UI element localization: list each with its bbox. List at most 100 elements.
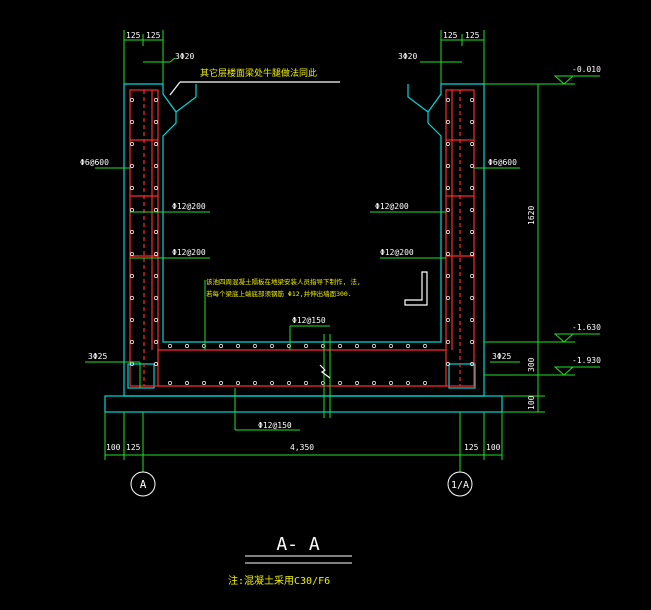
rebar-dot	[446, 142, 450, 146]
concrete-outline	[104, 83, 503, 413]
level-mid: -1.630	[572, 323, 601, 332]
rebar-dot	[470, 362, 474, 366]
rebar-label-bottom-right: 3Φ25	[492, 352, 511, 361]
rebar-dot	[287, 344, 291, 348]
rebar-dot	[423, 381, 427, 385]
rebar-dot	[130, 164, 134, 168]
rebar-dot	[168, 344, 172, 348]
rebar-dot	[446, 208, 450, 212]
rebar-dot	[287, 381, 291, 385]
dim-bottom-left-b: 125	[126, 443, 141, 452]
rebar-dot	[219, 344, 223, 348]
dimension-lines	[85, 30, 600, 472]
rebar-dot	[270, 381, 274, 385]
rebar-dot	[154, 274, 158, 278]
rebar-dot	[470, 164, 474, 168]
dim-bottom-left-a: 100	[106, 443, 121, 452]
axis-bubble-a	[130, 471, 156, 497]
rebar-dot	[202, 381, 206, 385]
rebar-cage	[129, 89, 475, 387]
dim-bottom-right-a: 125	[464, 443, 479, 452]
rebar-dot	[389, 381, 393, 385]
callout-mid-line2: 若每个梁底上端底部须钢筋 Φ12,并伸出墙面300.	[206, 289, 352, 298]
rebar-dot	[470, 120, 474, 124]
base-pad	[104, 395, 503, 413]
level-bottom: -1.930	[572, 356, 601, 365]
rebar-dot	[130, 186, 134, 190]
rebar-dot	[154, 208, 158, 212]
rebar-dot	[253, 381, 257, 385]
axis-bubble-1a	[447, 471, 473, 497]
corbel-left	[175, 84, 197, 113]
rebar-dot	[446, 340, 450, 344]
rebar-dot	[372, 344, 376, 348]
rebar-dots	[130, 98, 474, 385]
rebar-label-side-left: Φ6@600	[80, 158, 109, 167]
rebar-dot	[130, 230, 134, 234]
rebar-dot	[202, 344, 206, 348]
rebar-dot	[130, 120, 134, 124]
rebar-dot	[130, 142, 134, 146]
rebar-dot	[154, 120, 158, 124]
recess-right	[448, 363, 476, 389]
rebar-dot	[321, 381, 325, 385]
rebar-dot	[470, 296, 474, 300]
rebar-dot	[446, 362, 450, 366]
rebar-dot	[355, 381, 359, 385]
rebar-dot	[154, 142, 158, 146]
dim-top-right-a: 125	[443, 31, 458, 40]
rebar-label-mid-right-1: Φ12@200	[375, 202, 409, 211]
rebar-dot	[470, 274, 474, 278]
callout-mid-line1: 该池四周混凝土隔板在地梁安装人员指导下制作, 法,	[206, 277, 361, 286]
rebar-dot	[470, 208, 474, 212]
rebar-dot	[236, 381, 240, 385]
rebar-dot	[470, 230, 474, 234]
rebar-dot	[154, 230, 158, 234]
dim-right-height: 1620	[527, 206, 536, 225]
rebar-dot	[154, 186, 158, 190]
rebar-dot	[446, 164, 450, 168]
rebar-label-slab-top: Φ12@150	[292, 316, 326, 325]
rebar-dot	[470, 318, 474, 322]
recess-left	[127, 363, 155, 389]
axis-label-a: A	[140, 478, 147, 491]
labels: 125 125 125 125 3Φ20 3Φ20 Φ6@600 Φ6@600 …	[80, 31, 601, 491]
rebar-dot	[304, 344, 308, 348]
callouts: 其它层楼面梁处牛腿做法同此 该池四周混凝土隔板在地梁安装人员指导下制作, 法, …	[200, 67, 361, 587]
rebar-dot	[470, 340, 474, 344]
rebar-dot	[446, 252, 450, 256]
rebar-dot	[154, 164, 158, 168]
rebar-dot	[470, 252, 474, 256]
rebar-dot	[130, 340, 134, 344]
rebar-dot	[185, 344, 189, 348]
rebar-dot	[389, 344, 393, 348]
rebar-dot	[338, 381, 342, 385]
rebar-label-top-left: 3Φ20	[175, 52, 194, 61]
dim-right-slab: 300	[527, 357, 536, 372]
rebar-dot	[154, 362, 158, 366]
rebar-dot	[470, 186, 474, 190]
rebar-dot	[446, 318, 450, 322]
rebar-dot	[219, 381, 223, 385]
rebar-dot	[470, 98, 474, 102]
rebar-dot	[470, 142, 474, 146]
axis-label-1a: 1/A	[451, 480, 469, 491]
shell-outline	[123, 83, 485, 397]
rebar-dot	[446, 230, 450, 234]
rebar-dot	[130, 274, 134, 278]
rebar-dot	[446, 296, 450, 300]
rebar-label-mid-right-2: Φ12@200	[380, 248, 414, 257]
rebar-dot	[236, 344, 240, 348]
corbel-right	[407, 84, 429, 113]
rebar-dot	[304, 381, 308, 385]
rebar-label-bottom-left: 3Φ25	[88, 352, 107, 361]
section-title: A- A	[276, 534, 320, 555]
rebar-dot	[446, 186, 450, 190]
rebar-dot	[130, 252, 134, 256]
rebar-label-side-right: Φ6@600	[488, 158, 517, 167]
rebar-dot	[253, 344, 257, 348]
rebar-dot	[154, 296, 158, 300]
rebar-dot	[406, 344, 410, 348]
rebar-dot	[130, 318, 134, 322]
dim-top-right-b: 125	[465, 31, 480, 40]
